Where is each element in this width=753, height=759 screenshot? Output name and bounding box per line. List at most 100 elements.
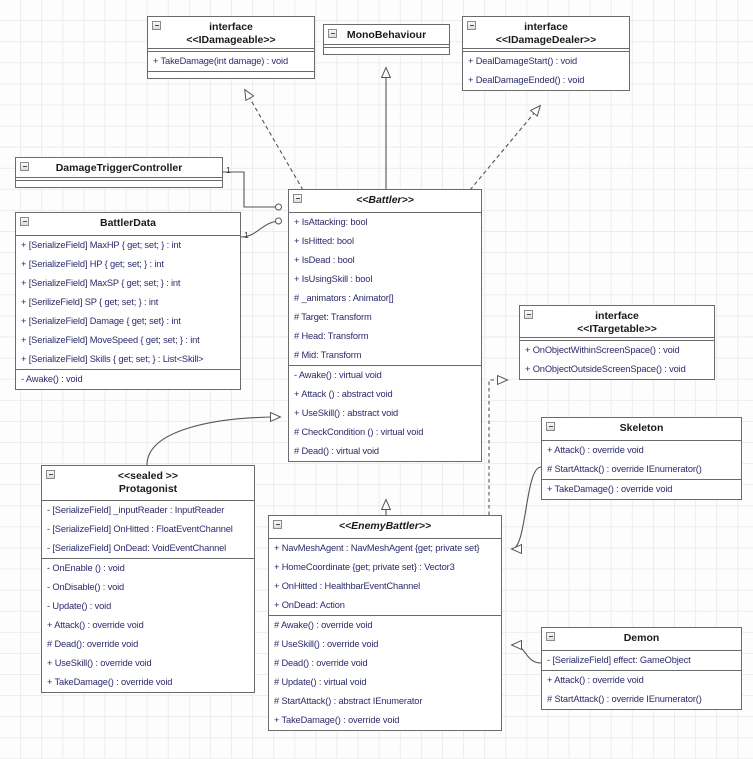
method-row: + UseSkill() : override void [47, 658, 152, 668]
class-name: MonoBehaviour [346, 29, 427, 41]
attribute-row: + IsUsingSkill : bool [294, 273, 373, 284]
class-name: <<Battler>> [356, 194, 414, 206]
attribute-section: - [SerializeField] effect: GameObject [542, 651, 741, 671]
member-row: + OnObjectWithinScreenSpace() : void [525, 345, 680, 355]
link-damagetrigger-battler [223, 171, 282, 211]
class-box-battler[interactable]: <<Battler>> + IsAttacking: bool + IsHitt… [288, 189, 482, 462]
member-row: + DealDamageEnded() : void [468, 75, 585, 85]
method-row: # StartAttack() : override IEnumerator() [547, 463, 702, 474]
empty-section [324, 48, 449, 54]
class-box-battlerdata[interactable]: BattlerData + [SerializeField] MaxHP { g… [15, 212, 241, 390]
class-name: <<IDamageDealer>> [495, 33, 597, 46]
method-section: - Awake() : void [16, 370, 240, 389]
class-box-skeleton[interactable]: Skeleton + Attack() : override void # St… [541, 417, 742, 500]
method-row: + Attack() : override void [547, 674, 644, 685]
class-box-itargetable[interactable]: interface <<ITargetable>> + OnObjectWith… [519, 305, 715, 380]
method-row: # Dead(): override void [47, 639, 139, 649]
attribute-section: - [SerializeField] _inputReader : InputR… [42, 501, 254, 559]
method-row: + TakeDamage() : override void [47, 677, 173, 687]
method-row: + Attack() : override void [547, 444, 644, 455]
method-row: - Awake() : virtual void [294, 369, 382, 380]
method-row: - OnEnable () : void [47, 563, 125, 573]
class-name: <<ITargetable>> [577, 322, 657, 335]
attribute-row: + [SerializeField] MoveSpeed { get; set;… [21, 334, 200, 345]
attribute-section: + [SerializeField] MaxHP { get; set; } :… [16, 236, 240, 370]
class-header-idamagedealer: interface <<IDamageDealer>> [463, 17, 629, 52]
class-box-idamagedealer[interactable]: interface <<IDamageDealer>> + DealDamage… [462, 16, 630, 91]
attribute-row: + NavMeshAgent : NavMeshAgent {get; priv… [274, 542, 480, 553]
class-stereotype: <<sealed >> [117, 470, 179, 482]
attribute-row: - [SerializeField] _inputReader : InputR… [47, 505, 225, 515]
class-box-monobehaviour[interactable]: MonoBehaviour [323, 24, 450, 55]
class-header-skeleton: Skeleton [542, 418, 741, 441]
class-stereotype: interface [209, 21, 253, 33]
collapse-minus-icon[interactable] [467, 21, 476, 30]
collapse-minus-icon[interactable] [20, 162, 29, 171]
class-stereotype: interface [595, 310, 639, 322]
empty-section [16, 181, 222, 187]
attribute-row: - [SerializeField] effect: GameObject [547, 654, 691, 665]
attribute-row: + OnDead: Action [274, 599, 345, 610]
class-header-demon: Demon [542, 628, 741, 651]
attribute-row: + [SerializeField] Skills { get; set; } … [21, 353, 204, 364]
attribute-row: # Head: Transform [294, 330, 369, 341]
attribute-row: # Target: Transform [294, 311, 372, 322]
class-box-protagonist[interactable]: <<sealed >> Protagonist - [SerializeFiel… [41, 465, 255, 693]
method-row: # CheckCondition () : virtual void [294, 426, 424, 437]
method-row: # StartAttack() : override IEnumerator() [547, 693, 702, 704]
empty-section [148, 72, 314, 78]
method-section: # Awake() : override void # UseSkill() :… [269, 616, 501, 730]
attribute-row: # Mid: Transform [294, 349, 362, 360]
link-battlerdata-battler [240, 217, 283, 238]
class-name: DamageTriggerController [55, 162, 183, 174]
collapse-minus-icon[interactable] [524, 310, 533, 319]
class-name: Demon [623, 632, 660, 644]
collapse-minus-icon[interactable] [20, 217, 29, 226]
method-section: - Awake() : virtual void + Attack () : a… [289, 366, 481, 461]
link-battler-idamagedealer [469, 106, 540, 191]
attribute-row: - [SerializeField] OnHitted : FloatEvent… [47, 524, 233, 534]
attribute-row: + [SerializeField] HP { get; set; } : in… [21, 258, 164, 269]
method-row: + TakeDamage() : override void [274, 714, 400, 725]
attribute-row: + IsDead : bool [294, 254, 355, 265]
class-name: <<EnemyBattler>> [338, 520, 432, 532]
class-header-battlerdata: BattlerData [16, 213, 240, 236]
class-box-demon[interactable]: Demon - [SerializeField] effect: GameObj… [541, 627, 742, 710]
link-protagonist-battler [146, 417, 280, 466]
method-row: + TakeDamage() : override void [547, 483, 673, 494]
member-section: + TakeDamage(int damage) : void [148, 52, 314, 72]
attribute-row: + OnHitted : HealthbarEventChannel [274, 580, 421, 591]
member-row: + OnObjectOutsideScreenSpace() : void [525, 364, 686, 374]
attribute-section: + IsAttacking: bool + IsHitted: bool + I… [289, 213, 481, 366]
method-row: + Attack () : abstract void [294, 388, 393, 399]
collapse-minus-icon[interactable] [293, 194, 302, 203]
collapse-minus-icon[interactable] [328, 29, 337, 38]
link-enemybattler-itargetable [488, 380, 507, 515]
collapse-minus-icon[interactable] [546, 632, 555, 641]
method-row: # StartAttack() : abstract IEnumerator [274, 695, 423, 706]
method-row: # Awake() : override void [274, 619, 373, 630]
collapse-minus-icon[interactable] [46, 470, 55, 479]
member-section: + DealDamageStart() : void + DealDamageE… [463, 52, 629, 90]
collapse-minus-icon[interactable] [152, 21, 161, 30]
class-header-monobehaviour: MonoBehaviour [324, 25, 449, 48]
method-row: + UseSkill() : abstract void [294, 407, 399, 418]
method-section: + Attack() : override void # StartAttack… [542, 671, 741, 709]
method-row: - Awake() : void [21, 373, 83, 384]
class-box-enemybattler[interactable]: <<EnemyBattler>> + NavMeshAgent : NavMes… [268, 515, 502, 731]
method-row: - Update() : void [47, 601, 112, 611]
attribute-row: + [SerializeField] MaxSP { get; set; } :… [21, 277, 181, 288]
member-row: + TakeDamage(int damage) : void [153, 56, 288, 66]
attribute-row: + [SerilizeField] SP { get; set; } : int [21, 296, 159, 307]
class-box-damagetriggercontroller[interactable]: DamageTriggerController [15, 157, 223, 188]
class-header-damagetriggercontroller: DamageTriggerController [16, 158, 222, 181]
collapse-minus-icon[interactable] [546, 422, 555, 431]
class-name: BattlerData [99, 217, 157, 229]
attribute-row: + IsAttacking: bool [294, 216, 368, 227]
multiplicity-damagetrigger: 1 [226, 165, 231, 175]
collapse-minus-icon[interactable] [273, 520, 282, 529]
class-box-idamageable[interactable]: interface <<IDamageable>> + TakeDamage(i… [147, 16, 315, 79]
method-row: # Dead() : virtual void [294, 445, 379, 456]
attribute-row: + IsHitted: bool [294, 235, 354, 246]
